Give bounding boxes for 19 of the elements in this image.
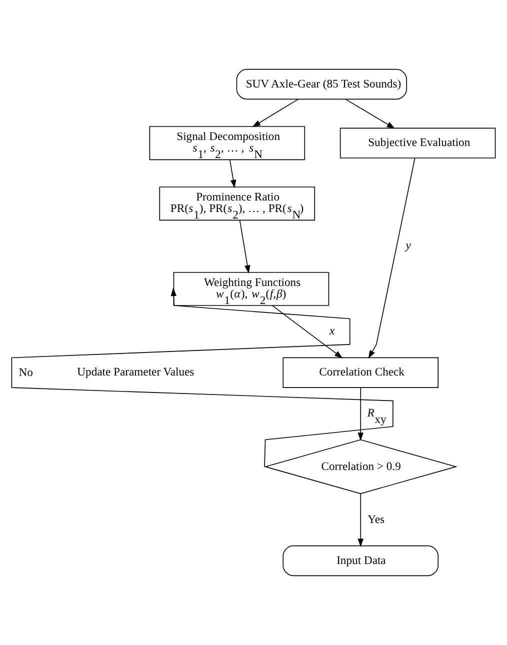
arrow: [345, 98, 396, 129]
arrow: [11, 288, 394, 468]
edge-label: y: [406, 238, 411, 252]
node-box: SUV Axle-Gear (85 Test Sounds): [236, 68, 408, 100]
edge-label: x: [330, 324, 335, 338]
node-diamond: Correlation > 0.9: [264, 439, 458, 494]
node-box: Correlation Check: [282, 357, 439, 388]
arrow: [239, 220, 250, 274]
arrow: [358, 387, 364, 441]
arrow: [252, 98, 299, 128]
node-box: Input Data: [282, 545, 439, 576]
arrow: [358, 493, 364, 547]
arrow: [229, 159, 236, 188]
arrow: [272, 305, 343, 358]
arrow: [368, 158, 416, 359]
node-box: Subjective Evaluation: [340, 128, 496, 158]
edge-label: No: [18, 366, 33, 380]
edge-label: Yes: [368, 513, 385, 526]
label: Update Parameter Values: [77, 366, 194, 379]
